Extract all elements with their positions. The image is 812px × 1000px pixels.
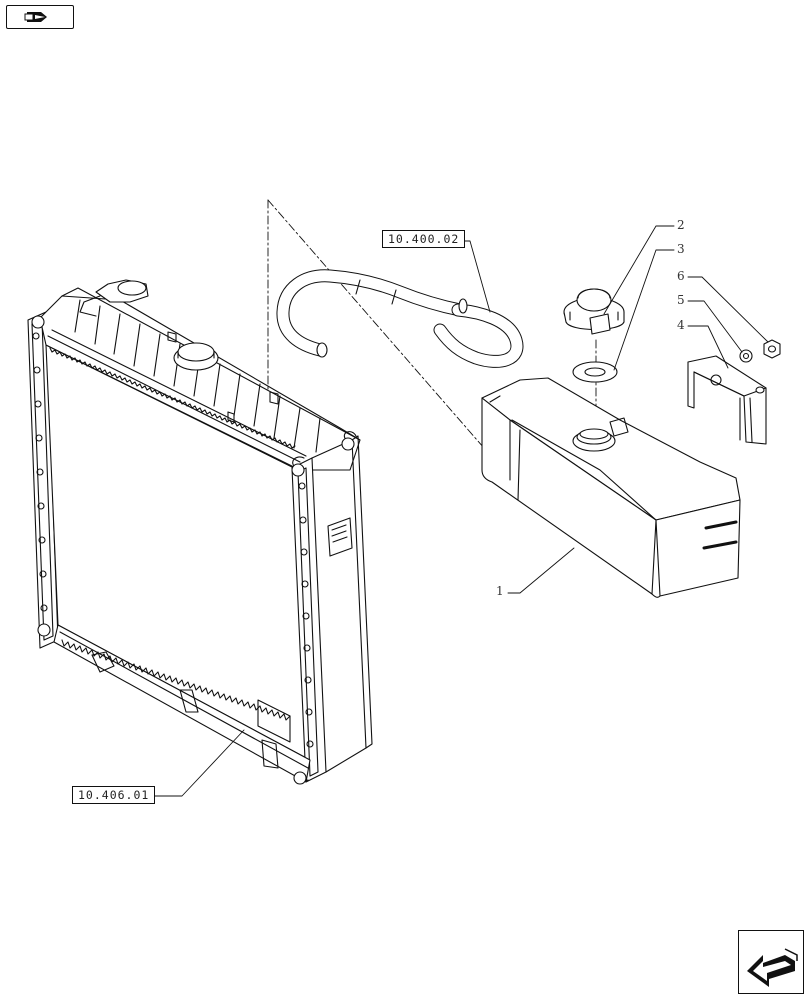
top-nav-button[interactable] <box>6 5 74 29</box>
expansion-tank <box>481 377 741 598</box>
back-nav-button[interactable] <box>738 930 804 994</box>
leader-lines <box>145 225 769 797</box>
callout-5: 5 <box>677 293 685 307</box>
callout-6: 6 <box>677 269 685 283</box>
callout-3: 3 <box>677 242 685 256</box>
reference-radiator[interactable]: 10.406.01 <box>72 786 156 804</box>
book-arrow-icon <box>24 12 47 22</box>
callout-2: 2 <box>677 218 685 232</box>
callout-4: 4 <box>677 318 685 332</box>
reference-hose[interactable]: 10.400.02 <box>382 230 466 248</box>
back-arrow-icon <box>747 948 798 987</box>
radiator <box>27 279 373 785</box>
small-washer <box>739 349 753 363</box>
nut <box>763 339 781 359</box>
callout-1: 1 <box>496 584 504 598</box>
bracket <box>687 355 767 445</box>
washer <box>572 361 618 383</box>
hose <box>276 269 524 368</box>
